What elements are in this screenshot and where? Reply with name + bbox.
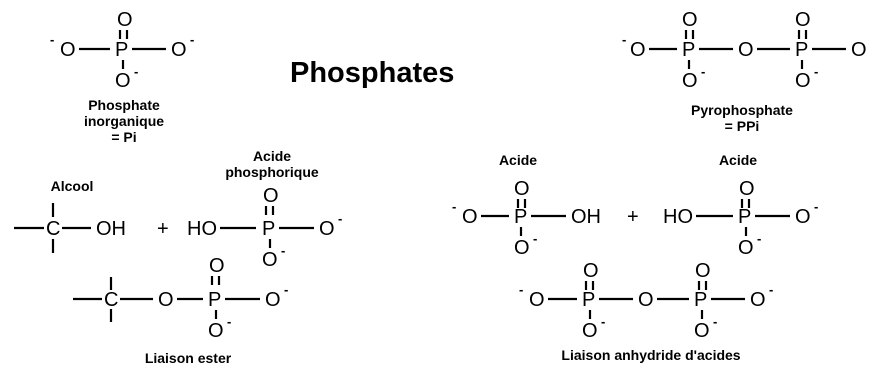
atom-phosphorus: P bbox=[514, 206, 527, 228]
label-phosphate-inorganique-2: inorganique bbox=[84, 113, 164, 129]
atom-oxygen: O bbox=[529, 289, 545, 311]
atom-oxygen: O bbox=[738, 237, 754, 259]
atom-oxygen: O bbox=[682, 9, 698, 31]
atom-phosphorus: P bbox=[694, 289, 707, 311]
pyrophosphate-structure: O O - O P O P O O - O - bbox=[622, 9, 867, 92]
atom-oxygen: O bbox=[117, 9, 133, 31]
charge-minus: - bbox=[533, 231, 537, 246]
atom-oxygen: O bbox=[795, 9, 811, 31]
label-acide-left: Acide bbox=[499, 152, 537, 168]
atom-phosphorus: P bbox=[262, 218, 275, 240]
atom-oxygen: O bbox=[60, 39, 76, 61]
atom-oxygen: O bbox=[158, 289, 174, 311]
atom-phosphorus: P bbox=[795, 39, 808, 61]
plus-sign: + bbox=[157, 218, 169, 240]
alcohol-structure: C OH bbox=[14, 203, 126, 253]
label-pyrophosphate-2: = PPi bbox=[725, 118, 760, 134]
atom-phosphorus: P bbox=[115, 39, 128, 61]
charge-minus: - bbox=[284, 282, 288, 297]
atom-oxygen: O bbox=[738, 39, 754, 61]
charge-minus: - bbox=[338, 211, 342, 226]
atom-hydroxyl-left: HO bbox=[187, 218, 217, 240]
phosphoric-acid-structure: O HO P O - O - bbox=[187, 185, 342, 271]
charge-minus: - bbox=[622, 32, 626, 47]
atom-oxygen: O bbox=[795, 70, 811, 92]
atom-oxygen: O bbox=[695, 260, 711, 282]
atom-oxygen: O bbox=[630, 39, 646, 61]
atom-oxygen: O bbox=[514, 178, 530, 200]
acid-right-structure: O HO P O - O - bbox=[663, 178, 818, 259]
atom-phosphorus: P bbox=[582, 289, 595, 311]
label-liaison-ester: Liaison ester bbox=[145, 350, 232, 366]
anhydride-structure: O O - O P O P O - O - O - bbox=[519, 260, 773, 342]
atom-oxygen: O bbox=[171, 39, 187, 61]
charge-minus: - bbox=[281, 243, 285, 258]
atom-hydroxyl: OH bbox=[571, 206, 601, 228]
inorganic-phosphate-structure: O - O P O - O - bbox=[50, 9, 194, 92]
diagram-title: Phosphates bbox=[290, 57, 454, 89]
atom-oxygen: O bbox=[851, 39, 867, 61]
atom-carbon: C bbox=[46, 218, 60, 240]
atom-carbon: C bbox=[104, 289, 118, 311]
label-alcool: Alcool bbox=[51, 178, 94, 194]
atom-oxygen: O bbox=[795, 206, 811, 228]
charge-minus: - bbox=[814, 64, 818, 79]
atom-oxygen: O bbox=[750, 289, 766, 311]
charge-minus: - bbox=[601, 314, 605, 329]
charge-minus: - bbox=[769, 282, 773, 297]
atom-oxygen: O bbox=[638, 289, 654, 311]
atom-oxygen: O bbox=[209, 255, 225, 277]
atom-oxygen: O bbox=[582, 320, 598, 342]
atom-phosphorus: P bbox=[208, 289, 221, 311]
atom-hydroxyl: OH bbox=[96, 218, 126, 240]
label-phosphate-inorganique-3: = Pi bbox=[111, 129, 136, 145]
charge-minus: - bbox=[701, 64, 705, 79]
atom-oxygen: O bbox=[462, 206, 478, 228]
label-phosphate-inorganique-1: Phosphate bbox=[88, 97, 160, 113]
atom-oxygen: O bbox=[208, 320, 224, 342]
charge-minus: - bbox=[519, 282, 523, 297]
atom-oxygen: O bbox=[115, 70, 131, 92]
atom-oxygen: O bbox=[262, 249, 278, 271]
charge-minus: - bbox=[50, 32, 54, 47]
charge-minus: - bbox=[190, 32, 194, 47]
label-pyrophosphate-1: Pyrophosphate bbox=[691, 102, 793, 118]
phosphoester-structure: O C O P O - O - bbox=[73, 255, 288, 342]
atom-oxygen: O bbox=[263, 185, 279, 207]
atom-hydroxyl-left: HO bbox=[663, 206, 693, 228]
charge-minus: - bbox=[713, 314, 717, 329]
atom-oxygen: O bbox=[694, 320, 710, 342]
atom-oxygen: O bbox=[265, 289, 281, 311]
charge-minus: - bbox=[452, 199, 456, 214]
label-liaison-anhydride: Liaison anhydride d'acides bbox=[561, 347, 740, 363]
charge-minus: - bbox=[814, 199, 818, 214]
charge-minus: - bbox=[134, 64, 138, 79]
label-acide-phosphorique-2: phosphorique bbox=[225, 164, 319, 180]
atom-oxygen: O bbox=[682, 70, 698, 92]
atom-phosphorus: P bbox=[682, 39, 695, 61]
charge-minus: - bbox=[227, 314, 231, 329]
atom-oxygen: O bbox=[739, 178, 755, 200]
label-acide-phosphorique-1: Acide bbox=[253, 148, 291, 164]
charge-minus: - bbox=[757, 231, 761, 246]
acid-left-structure: O - O P OH O - bbox=[452, 178, 601, 259]
atom-oxygen: O bbox=[319, 218, 335, 240]
atom-oxygen: O bbox=[583, 260, 599, 282]
label-acide-right: Acide bbox=[719, 152, 757, 168]
plus-sign: + bbox=[627, 206, 639, 228]
atom-phosphorus: P bbox=[738, 206, 751, 228]
atom-oxygen: O bbox=[514, 237, 530, 259]
